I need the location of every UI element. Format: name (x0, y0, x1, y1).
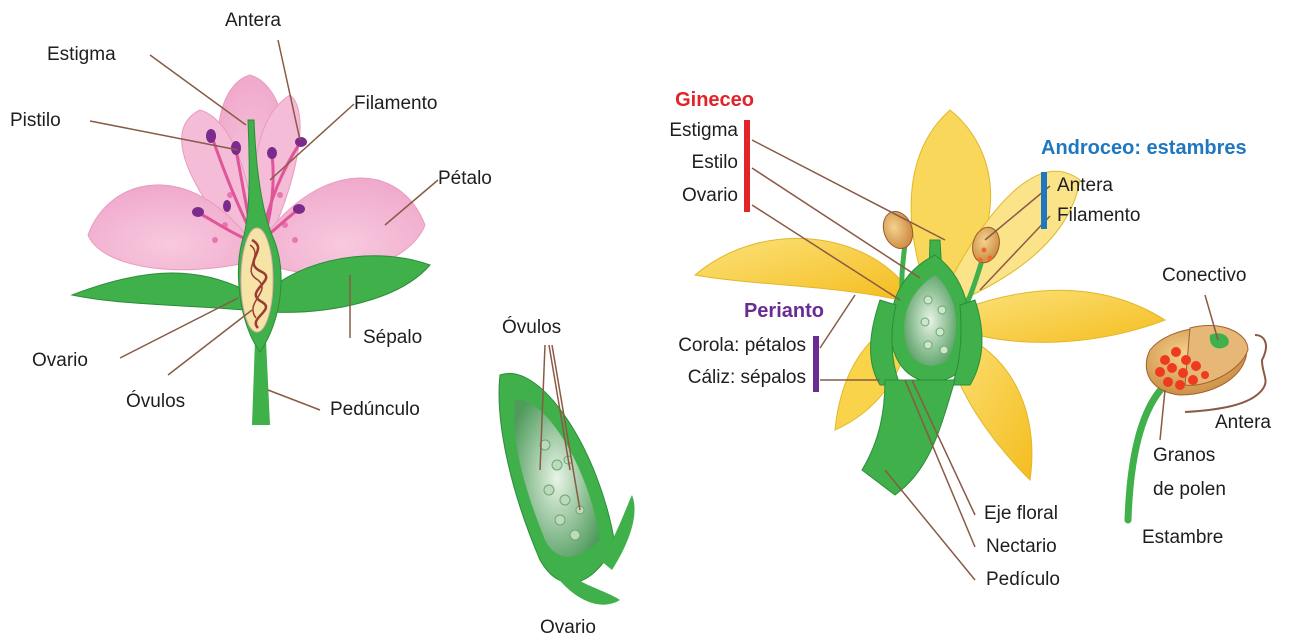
label-de-polen: de polen (1153, 479, 1226, 501)
label-estigma-left: Estigma (47, 44, 116, 66)
label-ovulos-center: Óvulos (502, 317, 561, 339)
label-caliz: Cáliz: sépalos (600, 367, 806, 389)
pink-peduncle (252, 340, 270, 425)
label-nectario: Nectario (986, 536, 1057, 558)
label-pistilo: Pistilo (10, 110, 61, 132)
perianto-bar (813, 336, 819, 392)
label-gineceo-ovario: Ovario (620, 185, 738, 207)
label-gineceo-estigma: Estigma (620, 120, 738, 142)
label-estambre: Estambre (1142, 527, 1223, 549)
pink-sepal-left (72, 273, 245, 310)
yellow-petal-right (960, 290, 1165, 342)
label-androceo-filamento: Filamento (1057, 205, 1140, 227)
androceo-bar (1041, 172, 1047, 229)
label-antera-detail: Antera (1215, 412, 1271, 434)
label-antera-left: Antera (225, 10, 281, 32)
label-eje-floral: Eje floral (984, 503, 1058, 525)
label-petalo: Pétalo (438, 168, 492, 190)
label-conectivo: Conectivo (1162, 265, 1247, 287)
label-ovario-center: Ovario (540, 617, 596, 639)
label-filamento-left: Filamento (354, 93, 437, 115)
label-ovario-left: Ovario (32, 350, 88, 372)
group-title-gineceo: Gineceo (640, 89, 754, 111)
label-ovulos-left: Óvulos (126, 391, 185, 413)
group-title-perianto: Perianto (700, 300, 824, 322)
gineceo-bar (744, 120, 750, 212)
label-corola: Corola: pétalos (600, 335, 806, 357)
group-title-androceo: Androceo: estambres (1041, 137, 1247, 159)
label-peduncle: Pedúnculo (330, 399, 420, 421)
label-gineceo-estilo: Estilo (620, 152, 738, 174)
label-sepalo: Sépalo (363, 327, 422, 349)
label-granos: Granos (1153, 445, 1215, 467)
label-androceo-antera: Antera (1057, 175, 1113, 197)
label-pediculo: Pedículo (986, 569, 1060, 591)
